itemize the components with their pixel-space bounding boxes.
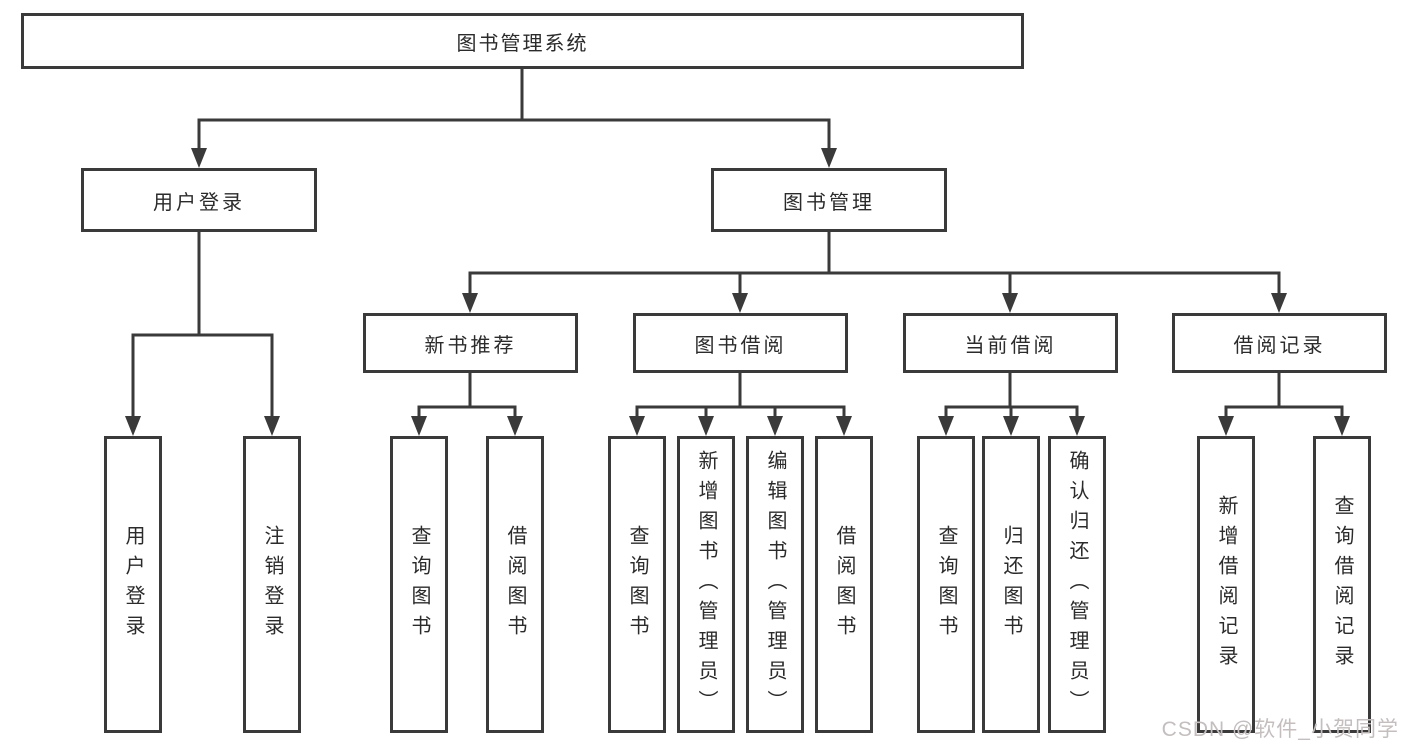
leaf-add-book-admin-label: 新增图书（管理员）: [695, 449, 717, 720]
node-current-borrowing-label: 当前借阅: [964, 334, 1057, 357]
leaf-confirm-return-admin-label: 确认归还（管理员）: [1066, 449, 1088, 720]
leaf-borrow-books: 借阅图书: [815, 436, 873, 733]
leaf-query-borrow-record-label: 查询借阅记录: [1331, 494, 1353, 675]
leaf-add-borrow-record: 新增借阅记录: [1197, 436, 1255, 733]
leaf-borrow-books-recommend: 借阅图书: [486, 436, 544, 733]
leaf-add-book-admin: 新增图书（管理员）: [677, 436, 735, 733]
leaf-edit-book-admin: 编辑图书（管理员）: [746, 436, 804, 733]
leaf-logout: 注销登录: [243, 436, 301, 733]
leaf-query-borrow-record: 查询借阅记录: [1313, 436, 1371, 733]
leaf-add-borrow-record-label: 新增借阅记录: [1215, 494, 1237, 675]
leaf-confirm-return-admin: 确认归还（管理员）: [1048, 436, 1106, 733]
node-user-login-label: 用户登录: [153, 191, 245, 214]
leaf-user-login: 用户登录: [104, 436, 162, 733]
leaf-borrow-books-recommend-label: 借阅图书: [504, 524, 526, 645]
arrowheads: [125, 148, 1350, 436]
leaf-query-books-recommend-label: 查询图书: [408, 524, 430, 645]
node-book-management-label: 图书管理: [783, 191, 875, 214]
leaf-query-books-current: 查询图书: [917, 436, 975, 733]
node-borrowing-records: 借阅记录: [1172, 313, 1387, 373]
leaf-edit-book-admin-label: 编辑图书（管理员）: [764, 449, 786, 720]
node-new-book-recommendation-label: 新书推荐: [424, 334, 517, 357]
node-library-management-system-label: 图书管理系统: [456, 32, 589, 55]
node-current-borrowing: 当前借阅: [903, 313, 1118, 373]
leaf-query-books-recommend: 查询图书: [390, 436, 448, 733]
leaf-user-login-label: 用户登录: [122, 524, 144, 645]
leaf-query-books-current-label: 查询图书: [935, 524, 957, 645]
leaf-query-books-borrow-label: 查询图书: [626, 524, 648, 645]
csdn-watermark: CSDN @软件_小贺同学: [1161, 718, 1399, 741]
node-book-borrowing: 图书借阅: [633, 313, 848, 373]
node-book-management: 图书管理: [711, 168, 947, 232]
node-library-management-system: 图书管理系统: [21, 13, 1024, 69]
node-user-login: 用户登录: [81, 168, 317, 232]
leaf-query-books-borrow: 查询图书: [608, 436, 666, 733]
node-book-borrowing-label: 图书借阅: [694, 334, 787, 357]
leaf-logout-label: 注销登录: [261, 524, 283, 645]
leaf-borrow-books-label: 借阅图书: [833, 524, 855, 645]
leaf-return-book-label: 归还图书: [1000, 524, 1022, 645]
leaf-return-book: 归还图书: [982, 436, 1040, 733]
node-new-book-recommendation: 新书推荐: [363, 313, 578, 373]
node-borrowing-records-label: 借阅记录: [1233, 334, 1326, 357]
